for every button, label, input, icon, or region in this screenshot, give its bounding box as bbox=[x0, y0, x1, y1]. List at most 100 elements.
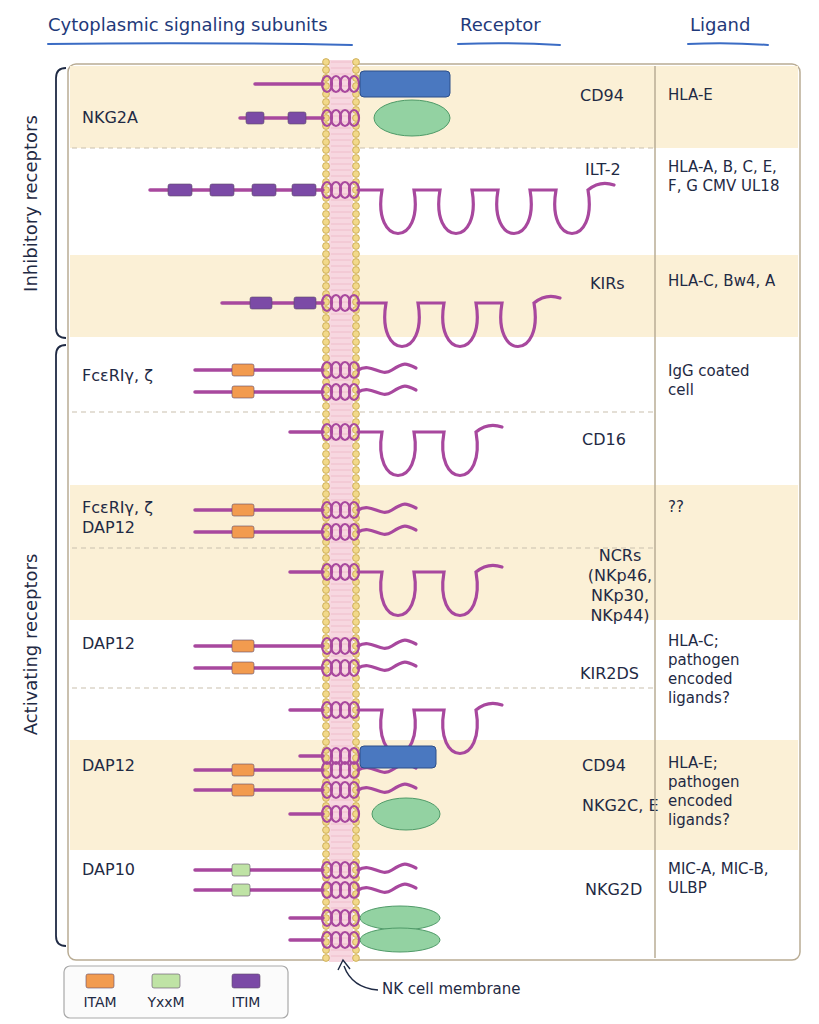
transmembrane-helix bbox=[331, 502, 341, 518]
membrane-tail bbox=[331, 386, 351, 387]
membrane-tail bbox=[331, 662, 351, 663]
membrane-tail bbox=[331, 194, 351, 195]
membrane-bead bbox=[353, 555, 360, 562]
membrane-tail bbox=[331, 686, 351, 687]
membrane-bead bbox=[353, 779, 360, 786]
membrane-bead bbox=[353, 579, 360, 586]
membrane-bead bbox=[323, 931, 330, 938]
membrane-tail bbox=[331, 254, 351, 255]
membrane-bead bbox=[353, 147, 360, 154]
membrane-tail bbox=[331, 116, 351, 117]
membrane-bead bbox=[353, 187, 360, 194]
membrane-tail bbox=[331, 122, 351, 123]
membrane-bead bbox=[353, 59, 360, 66]
transmembrane-helix bbox=[349, 762, 359, 778]
transmembrane-helix bbox=[340, 638, 350, 654]
yxxm-motif bbox=[232, 884, 250, 896]
membrane-tail bbox=[331, 512, 351, 513]
membrane-tail bbox=[331, 296, 351, 297]
membrane-bead bbox=[353, 923, 360, 930]
membrane-bead bbox=[353, 907, 360, 914]
membrane-bead bbox=[353, 635, 360, 642]
membrane-bead bbox=[353, 403, 360, 410]
transmembrane-helix bbox=[322, 564, 332, 580]
membrane-tail bbox=[331, 584, 351, 585]
membrane-bead bbox=[323, 667, 330, 674]
extracellular-tail bbox=[358, 504, 416, 512]
cytoplasmic-tail bbox=[195, 768, 323, 772]
membrane-bead bbox=[353, 163, 360, 170]
receptor-row-band: DAP10NKG2DMIC-A, MIC-B, ULBP bbox=[70, 850, 798, 958]
membrane-bead bbox=[353, 931, 360, 938]
transmembrane-helix bbox=[349, 424, 359, 440]
legend-swatch bbox=[152, 974, 180, 988]
membrane-bead bbox=[353, 547, 360, 554]
receptor-text: KIR2DS bbox=[580, 664, 652, 684]
membrane-bead bbox=[323, 339, 330, 346]
transmembrane-helix bbox=[349, 702, 359, 718]
transmembrane-helix bbox=[349, 564, 359, 580]
transmembrane-helix bbox=[331, 182, 341, 198]
lectin-like-domain bbox=[360, 928, 440, 952]
membrane-bead bbox=[353, 867, 360, 874]
membrane-tail bbox=[331, 824, 351, 825]
membrane-tail bbox=[331, 506, 351, 507]
membrane-bead bbox=[323, 147, 330, 154]
membrane-bead bbox=[323, 907, 330, 914]
membrane-bead bbox=[323, 363, 330, 370]
legend-text: ITAM bbox=[70, 994, 130, 1010]
column-header: Receptor bbox=[460, 14, 541, 35]
transmembrane-helix bbox=[340, 910, 350, 926]
cytoplasmic-tail bbox=[290, 916, 323, 920]
membrane-bead bbox=[323, 331, 330, 338]
receptor-text: DAP10 bbox=[82, 860, 172, 880]
cytoplasmic-tail bbox=[195, 888, 323, 892]
membrane-bead bbox=[353, 139, 360, 146]
membrane-bead bbox=[323, 379, 330, 386]
receptor-row-band: NKG2ACD94HLA-E bbox=[70, 66, 798, 148]
membrane-tail bbox=[331, 344, 351, 345]
membrane-bead bbox=[353, 435, 360, 442]
membrane-tail bbox=[331, 380, 351, 381]
membrane-tail bbox=[331, 566, 351, 567]
membrane-bead bbox=[323, 59, 330, 66]
header-underline bbox=[48, 43, 352, 45]
transmembrane-helix bbox=[331, 762, 341, 778]
membrane-tail bbox=[331, 416, 351, 417]
membrane-bead bbox=[353, 939, 360, 946]
membrane-bead bbox=[323, 475, 330, 482]
membrane-bead bbox=[323, 555, 330, 562]
transmembrane-helix bbox=[331, 702, 341, 718]
membrane-bead bbox=[323, 587, 330, 594]
membrane-bead bbox=[323, 355, 330, 362]
membrane-bead bbox=[353, 91, 360, 98]
membrane-tail bbox=[331, 242, 351, 243]
membrane-bead bbox=[323, 139, 330, 146]
transmembrane-helix bbox=[331, 384, 341, 400]
membrane-tail bbox=[331, 716, 351, 717]
membrane-bead bbox=[323, 323, 330, 330]
membrane-bead bbox=[323, 259, 330, 266]
membrane-tail bbox=[331, 884, 351, 885]
transmembrane-helix bbox=[322, 76, 332, 92]
membrane-bead bbox=[353, 83, 360, 90]
membrane-bead bbox=[353, 443, 360, 450]
membrane-tail bbox=[331, 308, 351, 309]
membrane-tail bbox=[331, 134, 351, 135]
membrane-bead bbox=[323, 787, 330, 794]
membrane-bead bbox=[323, 219, 330, 226]
transmembrane-helix bbox=[331, 932, 341, 948]
membrane-tail bbox=[331, 74, 351, 75]
membrane-tail bbox=[331, 680, 351, 681]
membrane-tail bbox=[331, 908, 351, 909]
transmembrane-helix bbox=[340, 295, 350, 311]
membrane-tail bbox=[331, 530, 351, 531]
membrane-bead bbox=[323, 859, 330, 866]
membrane-tail bbox=[331, 278, 351, 279]
transmembrane-helix bbox=[322, 524, 332, 540]
extracellular-tail bbox=[358, 526, 416, 534]
membrane-tail bbox=[331, 350, 351, 351]
membrane-bead bbox=[353, 251, 360, 258]
extracellular-tail bbox=[358, 864, 416, 872]
